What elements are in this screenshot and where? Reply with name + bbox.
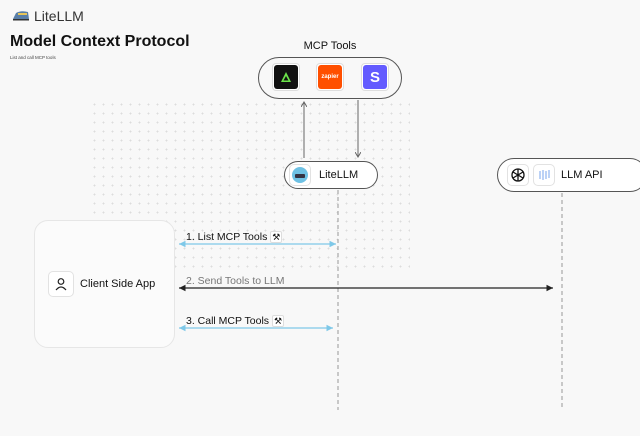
brand-name: LiteLLM — [34, 8, 84, 24]
page-title: Model Context Protocol — [10, 33, 190, 50]
mcp-tools-label: MCP Tools — [303, 40, 357, 52]
zapier-icon[interactable]: zapier — [316, 63, 344, 91]
message-3-label: 3. Call MCP Tools — [186, 315, 270, 327]
litellm-node[interactable]: LiteLLM — [284, 161, 378, 189]
litellm-logo-icon — [12, 8, 30, 24]
message-1: 1. List MCP Tools ⚒ — [186, 231, 283, 243]
tools-icon: ⚒ — [272, 315, 285, 327]
client-side-app-box[interactable]: Client Side App — [34, 220, 175, 348]
page-subtitle: List and call MCP tools — [10, 55, 56, 60]
litellm-icon — [289, 164, 311, 186]
mcp-tools-group: zapier S — [258, 57, 402, 99]
message-3: 3. Call MCP Tools ⚒ — [186, 315, 285, 327]
tools-icon: ⚒ — [270, 231, 283, 243]
brand: LiteLLM — [12, 8, 84, 24]
tool-a-icon[interactable] — [272, 63, 300, 91]
client-label: Client Side App — [80, 278, 156, 290]
message-2-label: 2. Send Tools to LLM — [186, 275, 285, 287]
openai-icon — [507, 164, 529, 186]
litellm-label: LiteLLM — [319, 169, 359, 181]
llama-index-icon — [533, 164, 555, 186]
llm-api-node[interactable]: LLM API — [497, 158, 640, 192]
message-1-label: 1. List MCP Tools — [186, 231, 268, 243]
message-2: 2. Send Tools to LLM — [186, 275, 284, 287]
llm-api-label: LLM API — [561, 169, 603, 181]
user-icon — [48, 271, 74, 297]
stripe-icon[interactable]: S — [361, 63, 389, 91]
